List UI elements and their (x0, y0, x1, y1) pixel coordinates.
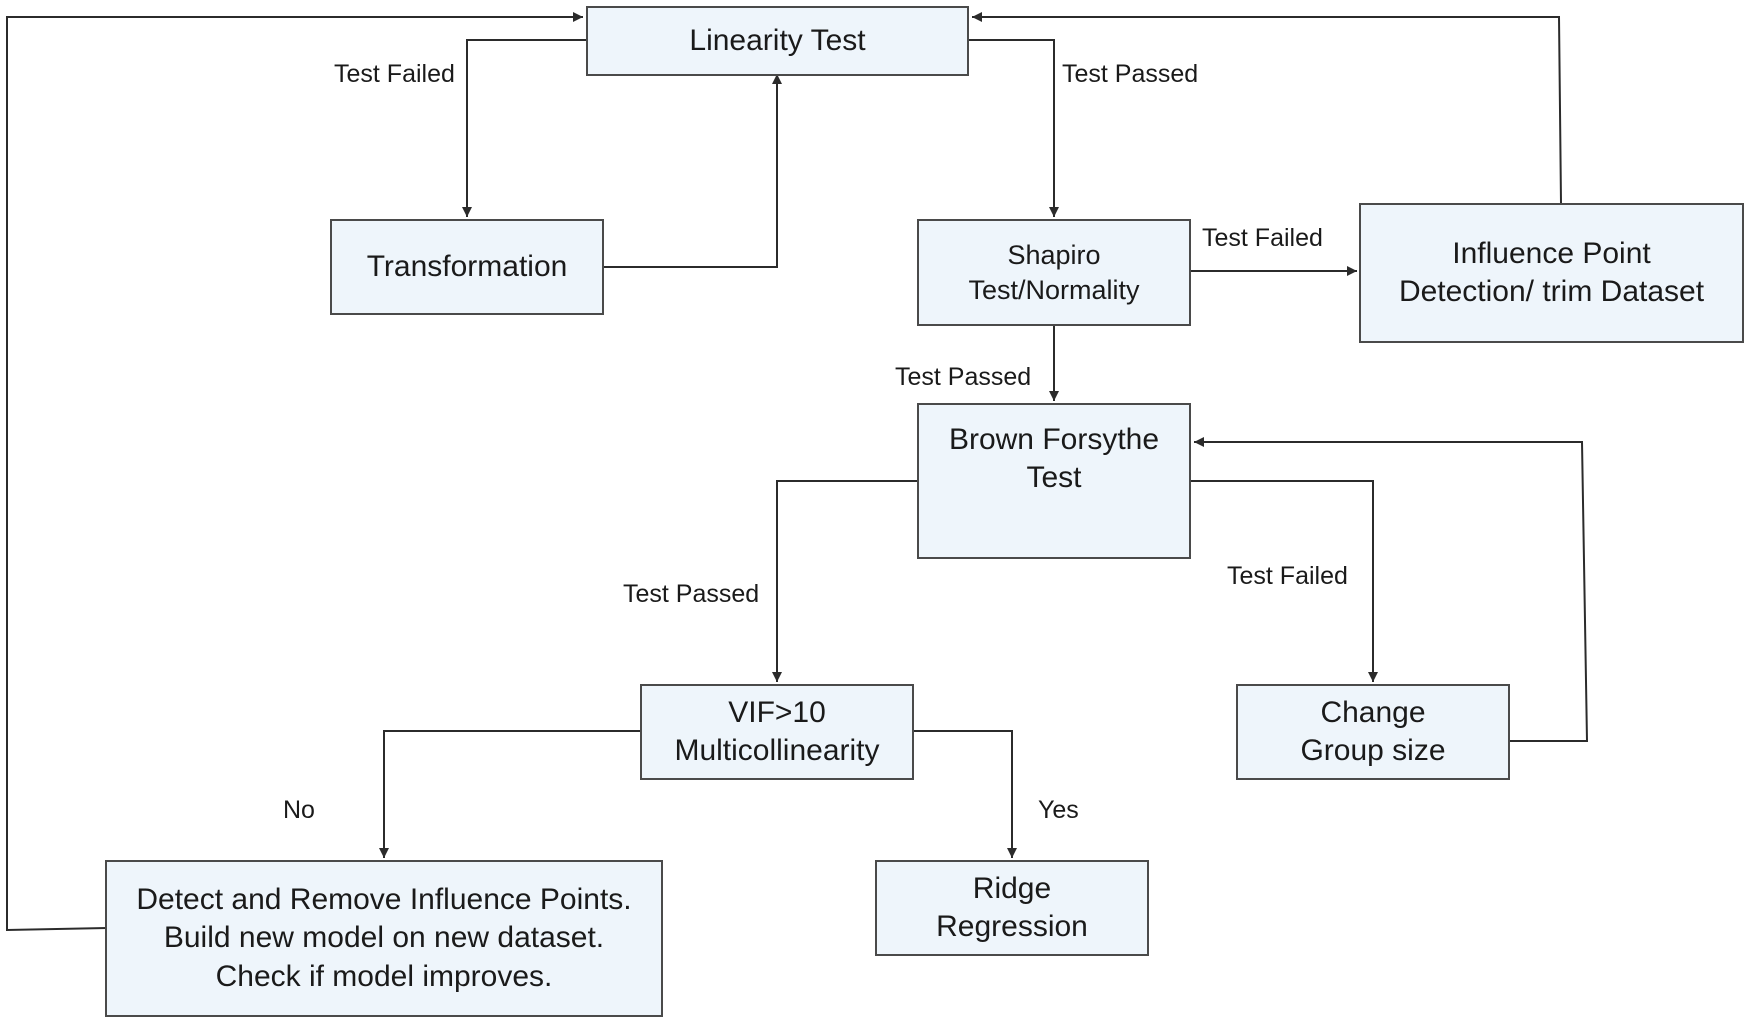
edge-transformation-to-linearity (604, 74, 782, 268)
edge-changegroup-to-brown (1194, 437, 1589, 742)
node-vif: VIF>10 Multicollinearity (640, 684, 914, 780)
node-ridge: Ridge Regression (875, 860, 1149, 956)
edge-label-shapiro-passed: Test Passed (895, 363, 1032, 391)
edge-brown-to-changegroup (1191, 480, 1378, 682)
edge-label-linearity-failed: Test Failed (334, 60, 455, 88)
node-change-group: Change Group size (1236, 684, 1510, 780)
node-influence-point: Influence Point Detection/ trim Dataset (1359, 203, 1744, 343)
edge-detect-to-linearity (6, 12, 583, 932)
edge-brown-to-vif (772, 480, 917, 682)
node-ridge-label: Ridge Regression (936, 871, 1088, 943)
node-shapiro: Shapiro Test/Normality (917, 219, 1191, 326)
edge-influence-to-linearity (972, 12, 1562, 204)
node-detect-remove: Detect and Remove Influence Points. Buil… (105, 860, 663, 1017)
edge-label-vif-yes: Yes (1038, 796, 1079, 824)
edge-label-brown-failed: Test Failed (1227, 562, 1348, 590)
node-linearity-test: Linearity Test (586, 6, 969, 76)
edge-label-shapiro-failed: Test Failed (1202, 224, 1323, 252)
node-vif-label: VIF>10 Multicollinearity (674, 695, 880, 767)
edge-label-brown-passed: Test Passed (623, 580, 760, 608)
node-brown-forsythe: Brown Forsythe Test (917, 403, 1191, 559)
edge-vif-to-detect (379, 730, 640, 858)
edge-label-linearity-passed: Test Passed (1062, 60, 1199, 88)
node-transformation: Transformation (330, 219, 604, 315)
edge-label-vif-no: No (283, 796, 315, 824)
edge-linearity-to-shapiro (969, 39, 1059, 217)
node-brown-forsythe-label: Brown Forsythe Test (948, 423, 1160, 495)
node-shapiro-label: Shapiro Test/Normality (968, 239, 1140, 305)
node-transformation-label: Transformation (366, 249, 568, 283)
node-linearity-test-label: Linearity Test (689, 23, 866, 57)
node-change-group-label: Change Group size (1300, 695, 1446, 767)
edge-vif-to-ridge (914, 730, 1017, 858)
node-influence-point-label: Influence Point Detection/ trim Dataset (1398, 236, 1705, 308)
edge-linearity-to-transformation (462, 39, 586, 217)
node-detect-remove-label: Detect and Remove Influence Points. Buil… (136, 882, 632, 993)
